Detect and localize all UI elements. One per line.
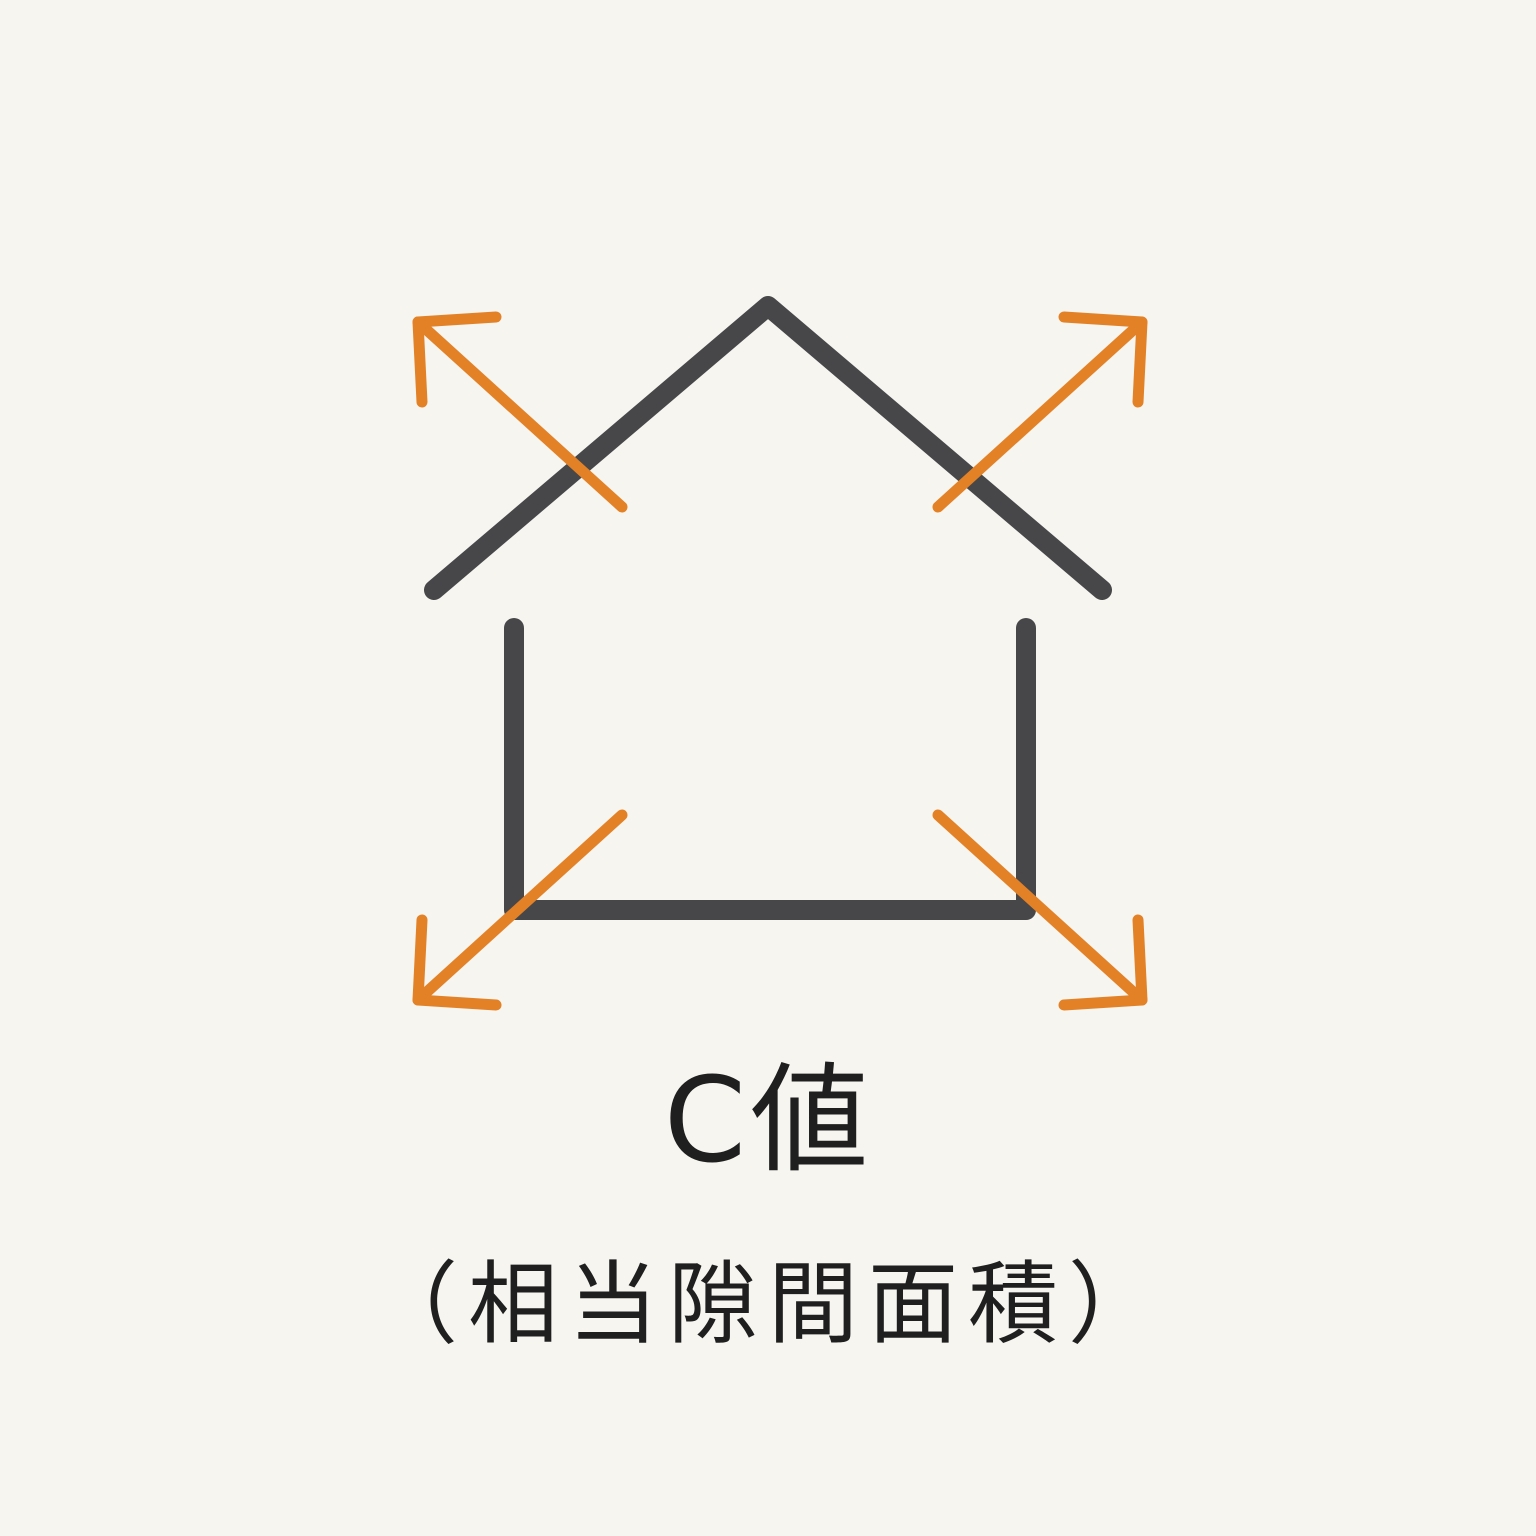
arrow-down-left-icon bbox=[412, 809, 628, 1011]
arrow-down-right-icon bbox=[932, 809, 1148, 1011]
arrow-up-right-icon bbox=[932, 311, 1148, 513]
equivalent-leakage-area-subtitle: （相当隙間面積） bbox=[368, 1252, 1168, 1357]
house-icon bbox=[424, 296, 1112, 920]
arrow-up-left-icon bbox=[412, 311, 628, 513]
house-walls bbox=[504, 618, 1036, 920]
c-value-title: C値 bbox=[663, 1051, 873, 1189]
house-roof bbox=[424, 296, 1112, 600]
